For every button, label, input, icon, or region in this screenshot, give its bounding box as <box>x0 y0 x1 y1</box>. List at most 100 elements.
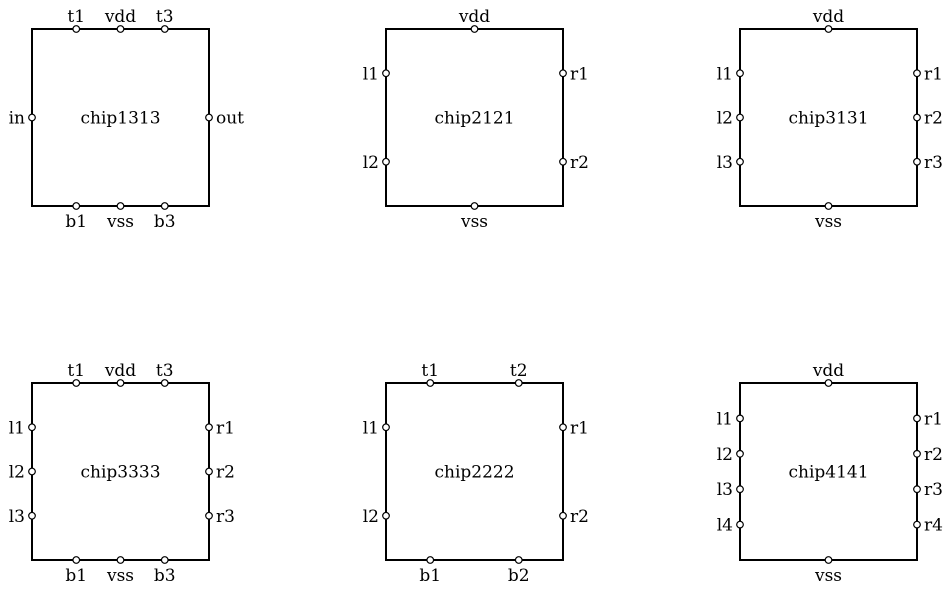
pin-t1 <box>426 379 435 387</box>
pin-label-r1: r1 <box>924 409 943 429</box>
pin-label-l2: l2 <box>717 445 733 465</box>
pin-label-r2: r2 <box>924 109 943 129</box>
pin-label-out: out <box>216 109 244 129</box>
pin-label-t1: t1 <box>67 361 85 381</box>
pin-t3 <box>160 25 169 33</box>
pin-l2 <box>736 449 744 458</box>
pin-b1 <box>72 202 81 210</box>
pin-label-r1: r1 <box>570 64 589 84</box>
pin-label-vdd: vdd <box>812 361 844 381</box>
pin-label-r2: r2 <box>924 445 943 465</box>
pin-l1 <box>382 69 390 78</box>
pin-l2 <box>28 467 36 476</box>
pin-label-b3: b3 <box>154 566 176 586</box>
pin-label-vss: vss <box>460 212 488 232</box>
pin-label-in: in <box>9 109 25 129</box>
pin-label-r2: r2 <box>216 463 235 483</box>
pin-label-vdd: vdd <box>104 361 136 381</box>
pin-r2 <box>205 467 213 476</box>
pin-label-vss: vss <box>106 212 134 232</box>
pin-label-vss: vss <box>106 566 134 586</box>
pin-label-l1: l1 <box>9 418 25 438</box>
pin-l2 <box>382 157 390 166</box>
pin-r3 <box>913 157 921 166</box>
pin-label-t2: t2 <box>510 361 528 381</box>
pin-t1 <box>72 25 81 33</box>
pin-label-r1: r1 <box>924 64 943 84</box>
pin-t3 <box>160 379 169 387</box>
pin-b1 <box>426 556 435 564</box>
pin-r2 <box>913 449 921 458</box>
chip-label: chip4141 <box>788 463 868 483</box>
pin-r2 <box>559 157 567 166</box>
pin-r1 <box>913 69 921 78</box>
pin-l2 <box>736 113 744 122</box>
chip-label: chip2222 <box>434 463 514 483</box>
pin-vdd <box>116 379 125 387</box>
pin-l1 <box>736 69 744 78</box>
pin-vdd <box>116 25 125 33</box>
pin-l4 <box>736 520 744 529</box>
pin-vdd <box>470 25 479 33</box>
pin-vdd <box>824 25 833 33</box>
pin-l3 <box>736 157 744 166</box>
pin-vss <box>824 202 833 210</box>
pin-label-r4: r4 <box>924 516 943 536</box>
pin-r3 <box>913 485 921 494</box>
pin-r3 <box>205 511 213 520</box>
chip-label: chip3333 <box>80 463 160 483</box>
pin-r2 <box>559 511 567 520</box>
pin-label-vdd: vdd <box>812 7 844 27</box>
pin-l3 <box>736 485 744 494</box>
pin-label-r2: r2 <box>570 153 589 173</box>
pin-label-l4: l4 <box>717 516 733 536</box>
pin-label-b3: b3 <box>154 212 176 232</box>
pin-t2 <box>514 379 523 387</box>
pin-label-vdd: vdd <box>458 7 490 27</box>
chip-outline <box>385 382 564 561</box>
pin-b2 <box>514 556 523 564</box>
pin-b3 <box>160 556 169 564</box>
pin-label-t3: t3 <box>156 7 174 27</box>
pin-label-vss: vss <box>814 566 842 586</box>
pin-label-r3: r3 <box>924 153 943 173</box>
pin-r1 <box>913 414 921 423</box>
pin-b3 <box>160 202 169 210</box>
pin-label-vdd: vdd <box>104 7 136 27</box>
pin-label-l2: l2 <box>717 109 733 129</box>
pin-l1 <box>382 423 390 432</box>
pin-t1 <box>72 379 81 387</box>
chip-label: chip2121 <box>434 109 514 129</box>
pin-label-l2: l2 <box>363 507 379 527</box>
pin-r2 <box>913 113 921 122</box>
pin-r1 <box>559 423 567 432</box>
pin-b1 <box>72 556 81 564</box>
pin-r4 <box>913 520 921 529</box>
pin-label-l3: l3 <box>717 480 733 500</box>
pin-label-r1: r1 <box>570 418 589 438</box>
pin-vss <box>116 556 125 564</box>
pin-label-b2: b2 <box>508 566 530 586</box>
pin-label-l2: l2 <box>9 463 25 483</box>
pin-label-r1: r1 <box>216 418 235 438</box>
pin-l2 <box>382 511 390 520</box>
pin-l1 <box>28 423 36 432</box>
pin-label-l1: l1 <box>717 64 733 84</box>
pin-label-t1: t1 <box>67 7 85 27</box>
pin-label-t3: t3 <box>156 361 174 381</box>
pin-label-b1: b1 <box>65 566 87 586</box>
pin-label-vss: vss <box>814 212 842 232</box>
pin-in <box>28 113 36 122</box>
pin-label-l1: l1 <box>363 418 379 438</box>
chip-label: chip1313 <box>80 109 160 129</box>
pin-label-l1: l1 <box>717 409 733 429</box>
pin-label-l3: l3 <box>717 153 733 173</box>
pin-label-l1: l1 <box>363 64 379 84</box>
pin-r1 <box>205 423 213 432</box>
